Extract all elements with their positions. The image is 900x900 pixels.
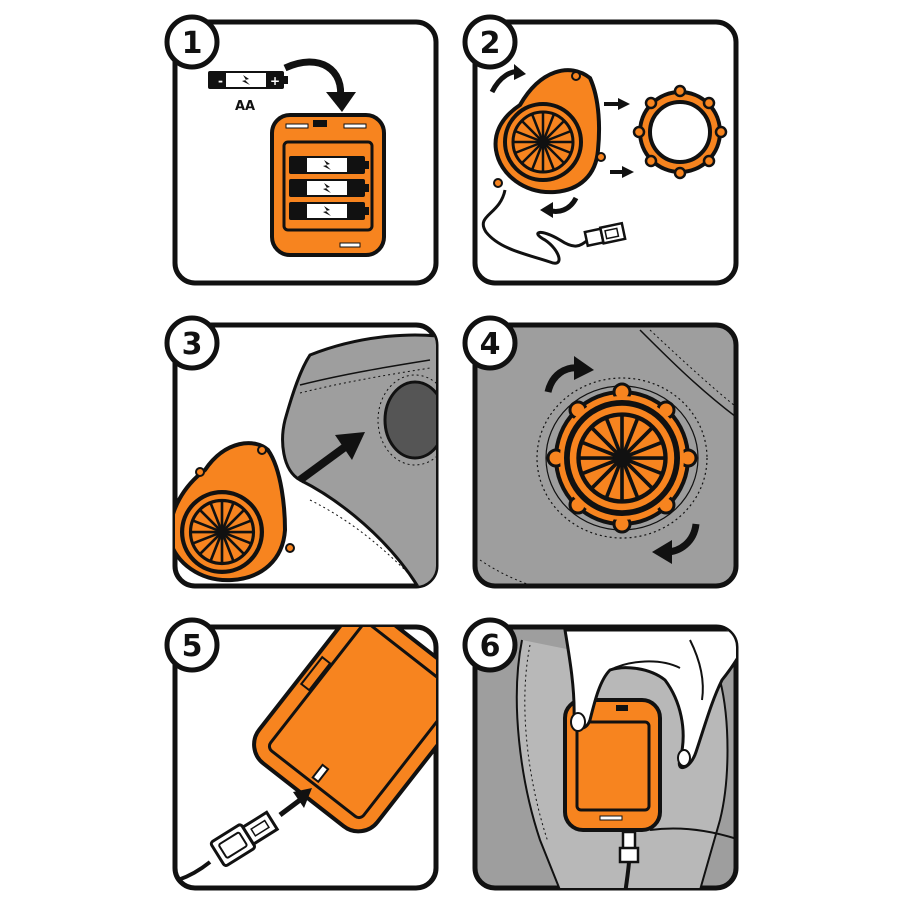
battery-box <box>252 627 436 834</box>
svg-text:4: 4 <box>480 327 501 362</box>
blower-fan <box>175 441 295 583</box>
step-5-badge: 5 <box>164 617 220 673</box>
battery-box <box>270 113 386 257</box>
adapter-ring <box>632 84 728 180</box>
blower-fan <box>493 68 606 195</box>
usb-port <box>311 763 330 784</box>
svg-text:-: - <box>218 74 223 88</box>
step-2-badge: 2 <box>462 14 518 70</box>
battery-box <box>563 698 662 832</box>
step-6-panel: 6 <box>462 617 739 891</box>
step-1-panel: - + AA 1 <box>164 14 439 286</box>
step-4-badge: 4 <box>462 315 518 371</box>
step-5-panel: 5 <box>164 617 439 891</box>
step-6-badge: 6 <box>462 617 518 673</box>
svg-text:5: 5 <box>182 629 203 664</box>
svg-text:1: 1 <box>182 26 203 61</box>
step-4-panel: 4 <box>462 315 739 589</box>
usb-cable <box>177 860 212 882</box>
aa-battery: - + <box>208 71 288 89</box>
svg-text:6: 6 <box>480 629 501 664</box>
hand <box>563 628 736 769</box>
usb-cable <box>481 189 589 265</box>
fabric-hole <box>383 380 436 460</box>
step-2-panel: 2 <box>462 14 739 286</box>
usb-plug <box>583 221 627 248</box>
insert-arrow <box>283 58 345 101</box>
svg-text:3: 3 <box>182 327 203 362</box>
step-1-badge: 1 <box>164 14 220 70</box>
step-3-badge: 3 <box>164 315 220 371</box>
usb-plug <box>618 830 640 864</box>
battery-label: AA <box>235 99 255 114</box>
svg-text:2: 2 <box>480 26 501 61</box>
mounted-fan <box>546 382 698 534</box>
usb-plug <box>209 810 280 867</box>
usb-cable <box>623 861 631 888</box>
step-3-panel: 3 <box>164 315 439 589</box>
svg-text:+: + <box>270 74 280 88</box>
